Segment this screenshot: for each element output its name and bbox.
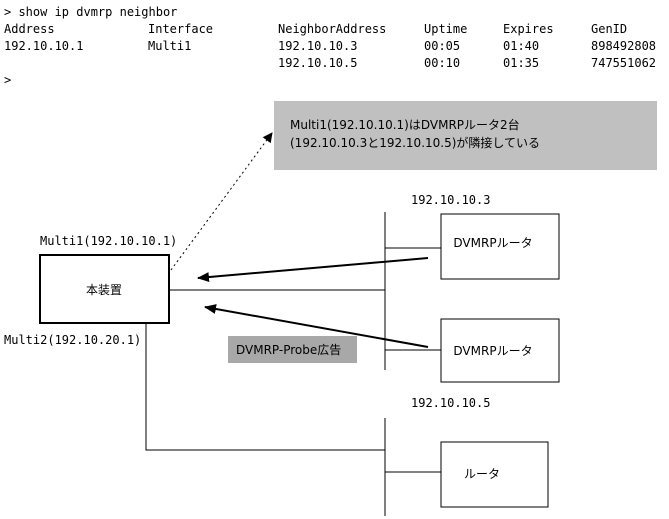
header-uptime: Uptime: [424, 22, 467, 36]
prompt: >: [4, 73, 11, 87]
callout-leader: [170, 132, 273, 271]
callout-box: [274, 101, 657, 170]
router3-box: [440, 441, 549, 508]
command-line: > show ip dvmrp neighbor: [4, 5, 177, 19]
segment1-label: 192.10.10.3: [411, 193, 490, 207]
header-genid: GenID: [591, 22, 627, 36]
probe-arrow-2: [204, 304, 429, 348]
header-address: Address: [4, 22, 55, 36]
probe-arrow-1: [197, 257, 429, 283]
callout-line2: (192.10.10.3と192.10.10.5)が隣接している: [290, 135, 540, 150]
router3-label: ルータ: [464, 467, 500, 481]
row1-expires: 01:40: [503, 39, 539, 53]
table-row: 192.10.10.1 Multi1 192.10.10.3 00:05 01:…: [4, 39, 656, 53]
probe-label: DVMRP-Probe広告: [236, 343, 341, 357]
header-expires: Expires: [503, 22, 554, 36]
router2-label: DVMRPルータ: [453, 344, 532, 358]
router2-box: [440, 318, 560, 383]
row2-neighbor-address: 192.10.10.5: [278, 56, 357, 70]
table-row: 192.10.10.5 00:10 01:35 747551062: [278, 56, 656, 70]
terminal-output: > show ip dvmrp neighbor Address Interfa…: [4, 5, 656, 87]
row1-address: 192.10.10.1: [4, 39, 83, 53]
row1-uptime: 00:05: [424, 39, 460, 53]
segment2-label: 192.10.10.5: [411, 396, 490, 410]
row2-uptime: 00:10: [424, 56, 460, 70]
callout-line1: Multi1(192.10.10.1)はDVMRPルータ2台: [290, 117, 520, 132]
row2-expires: 01:35: [503, 56, 539, 70]
row1-neighbor-address: 192.10.10.3: [278, 39, 357, 53]
if1-label: Multi1(192.10.10.1): [40, 234, 177, 248]
device-label: 本装置: [86, 283, 122, 297]
device-segment2-link: [145, 323, 385, 451]
probe-label-box: [228, 336, 357, 363]
router1-label: DVMRPルータ: [453, 236, 532, 250]
header-neighbor-address: NeighborAddress: [278, 22, 386, 36]
device-box: [39, 254, 170, 324]
row2-genid: 747551062: [591, 56, 656, 70]
row1-genid: 898492808: [591, 39, 656, 53]
if2-label: Multi2(192.10.20.1): [4, 333, 141, 347]
header-interface: Interface: [148, 22, 213, 36]
router1-box: [440, 213, 560, 280]
row1-interface: Multi1: [148, 39, 191, 53]
